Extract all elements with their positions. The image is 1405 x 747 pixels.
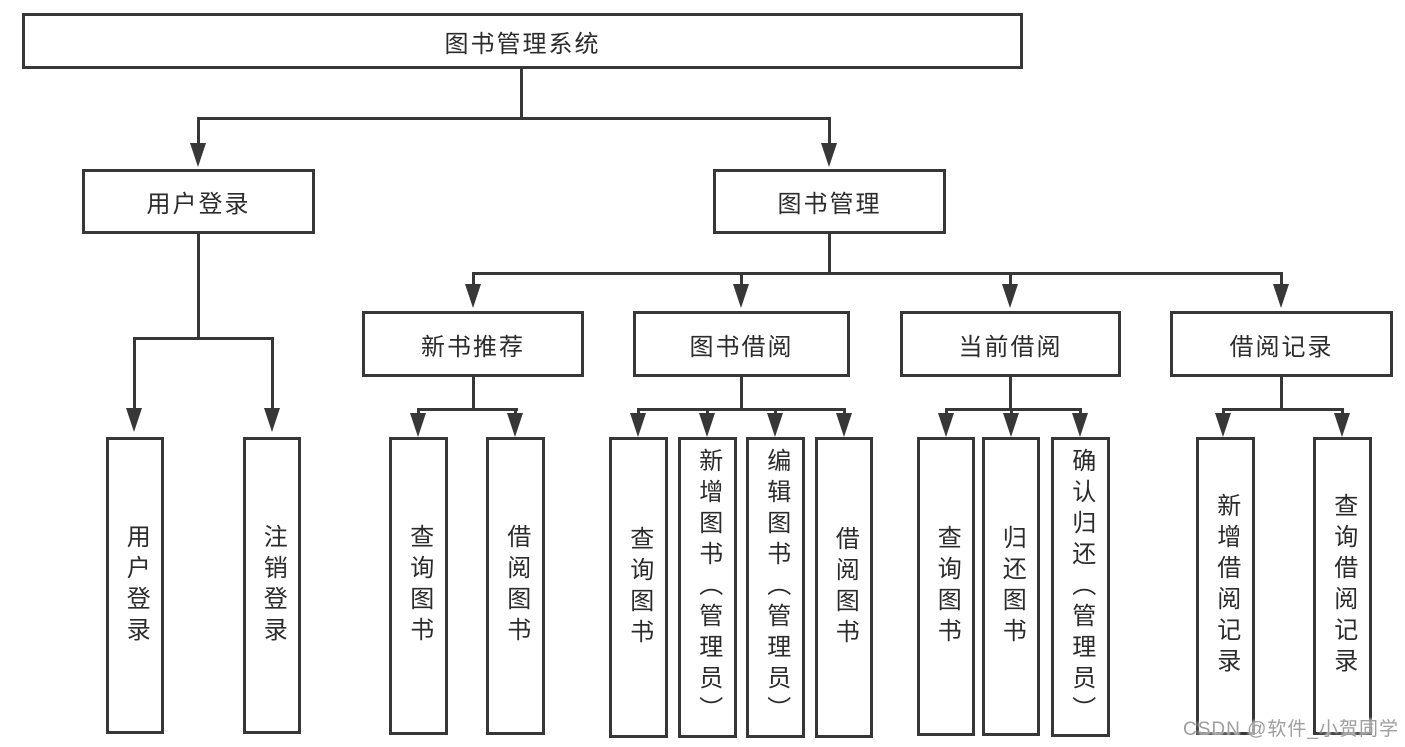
arrow-down-icon — [821, 143, 837, 167]
connector-records-bar — [1222, 408, 1344, 411]
node-root: 图书管理系统 — [22, 13, 1023, 69]
leaf-current-return-books: 归还图书 — [982, 437, 1040, 736]
connector-bookmgmt-drop-3 — [1009, 272, 1012, 286]
arrow-down-icon — [1334, 413, 1350, 437]
node-label: 查询图书 — [933, 524, 961, 649]
leaf-logout: 注销登录 — [243, 437, 301, 734]
node-label: 查询借阅记录 — [1329, 493, 1357, 679]
connector-bookmgmt-drop-1 — [472, 272, 475, 286]
connector-root-drop-left — [197, 117, 200, 145]
arrow-down-icon — [507, 413, 523, 437]
node-label: 归还图书 — [998, 524, 1026, 649]
connector-current-drop-2 — [1010, 408, 1013, 416]
node-label: 用户登录 — [122, 523, 150, 648]
node-label: 注销登录 — [259, 523, 287, 648]
leaf-borrow-borrow-books: 借阅图书 — [815, 437, 873, 738]
connector-bookmgmt-bar — [472, 272, 1283, 275]
node-label: 查询图书 — [405, 524, 433, 648]
leaf-records-query-record: 查询借阅记录 — [1313, 437, 1372, 735]
connector-userlogin-drop-1 — [133, 337, 136, 411]
leaf-current-query-books: 查询图书 — [917, 437, 975, 736]
node-label: 确认归还（管理员） — [1067, 447, 1095, 727]
arrow-down-icon — [410, 413, 426, 437]
leaf-newbook-borrow-books: 借阅图书 — [486, 437, 545, 735]
csdn-watermark: CSDN @软件_小贺同学 — [1183, 719, 1399, 740]
arrow-down-icon — [1273, 284, 1289, 308]
node-label: 借阅记录 — [1229, 333, 1334, 361]
connector-borrow-drop-4 — [843, 408, 846, 416]
connector-bookmgmt-drop-2 — [740, 272, 743, 286]
connector-current-drop-3 — [1079, 408, 1082, 416]
node-current-borrow: 当前借阅 — [900, 311, 1121, 377]
arrow-down-icon — [767, 413, 783, 437]
node-label: 借阅图书 — [831, 525, 859, 650]
arrow-down-icon — [1003, 413, 1019, 437]
connector-newbook-stub — [472, 377, 475, 409]
leaf-current-confirm-return-admin: 确认归还（管理员） — [1051, 437, 1110, 737]
connector-root-stub — [520, 69, 523, 120]
arrow-down-icon — [126, 408, 142, 432]
node-book-management: 图书管理 — [713, 169, 946, 234]
connector-borrow-drop-3 — [774, 408, 777, 416]
node-new-book-recommend: 新书推荐 — [362, 311, 584, 377]
arrow-down-icon — [1072, 413, 1088, 437]
arrow-down-icon — [465, 284, 481, 308]
connector-userlogin-bar — [133, 337, 274, 340]
connector-borrow-drop-2 — [706, 408, 709, 416]
arrow-down-icon — [836, 413, 852, 437]
node-label: 查询图书 — [625, 525, 653, 650]
node-label: 用户登录 — [146, 191, 251, 218]
node-label: 图书借阅 — [689, 333, 794, 361]
connector-newbook-drop-1 — [417, 408, 420, 416]
arrow-down-icon — [630, 413, 646, 437]
node-label: 借阅图书 — [502, 524, 530, 648]
leaf-newbook-query-books: 查询图书 — [389, 437, 448, 735]
connector-userlogin-stub — [197, 234, 200, 338]
arrow-down-icon — [264, 408, 280, 432]
connector-bookmgmt-drop-4 — [1280, 272, 1283, 286]
node-book-borrow: 图书借阅 — [633, 311, 850, 377]
connector-borrow-drop-1 — [637, 408, 640, 416]
node-label: 图书管理系统 — [444, 30, 601, 58]
node-user-login: 用户登录 — [82, 169, 315, 234]
connector-records-drop-1 — [1222, 408, 1225, 416]
connector-borrow-bar — [637, 408, 846, 411]
connector-bookmgmt-stub — [828, 234, 831, 274]
connector-current-bar — [945, 408, 1082, 411]
connector-root-drop-right — [828, 117, 831, 145]
leaf-borrow-query-books: 查询图书 — [609, 437, 668, 738]
leaf-borrow-edit-books-admin: 编辑图书（管理员） — [746, 437, 805, 738]
arrow-down-icon — [190, 143, 206, 167]
node-label: 新增借阅记录 — [1212, 493, 1240, 679]
connector-root-bar — [197, 117, 830, 120]
node-label: 新增图书（管理员） — [694, 448, 722, 727]
arrow-down-icon — [733, 284, 749, 308]
arrow-down-icon — [938, 413, 954, 437]
connector-current-stub — [1009, 377, 1012, 409]
leaf-user-login: 用户登录 — [106, 437, 164, 734]
arrow-down-icon — [699, 413, 715, 437]
connector-records-stub — [1280, 377, 1283, 409]
node-label: 编辑图书（管理员） — [762, 448, 790, 727]
arrow-down-icon — [1002, 284, 1018, 308]
connector-userlogin-drop-2 — [271, 337, 274, 411]
connector-borrow-stub — [740, 377, 743, 409]
leaf-borrow-add-books-admin: 新增图书（管理员） — [678, 437, 737, 738]
node-label: 图书管理 — [777, 191, 882, 218]
node-label: 新书推荐 — [421, 333, 525, 361]
node-borrow-records: 借阅记录 — [1170, 311, 1393, 377]
arrow-down-icon — [1215, 413, 1231, 437]
connector-current-drop-1 — [945, 408, 948, 416]
connector-newbook-drop-2 — [514, 408, 517, 416]
connector-newbook-bar — [417, 408, 518, 411]
leaf-records-add-record: 新增借阅记录 — [1196, 437, 1255, 735]
node-label: 当前借阅 — [958, 333, 1063, 361]
connector-records-drop-2 — [1341, 408, 1344, 416]
